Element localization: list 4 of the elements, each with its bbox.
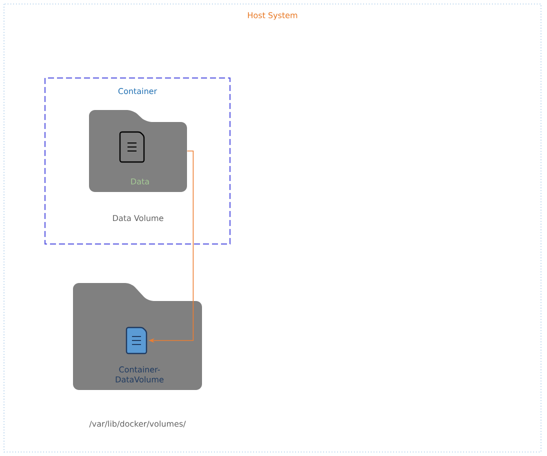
node-label: Data Volume <box>113 214 164 222</box>
folder: Container-DataVolume <box>73 283 202 390</box>
folder: Data <box>89 110 187 192</box>
node-label: /var/lib/docker/volumes/ <box>89 420 186 428</box>
